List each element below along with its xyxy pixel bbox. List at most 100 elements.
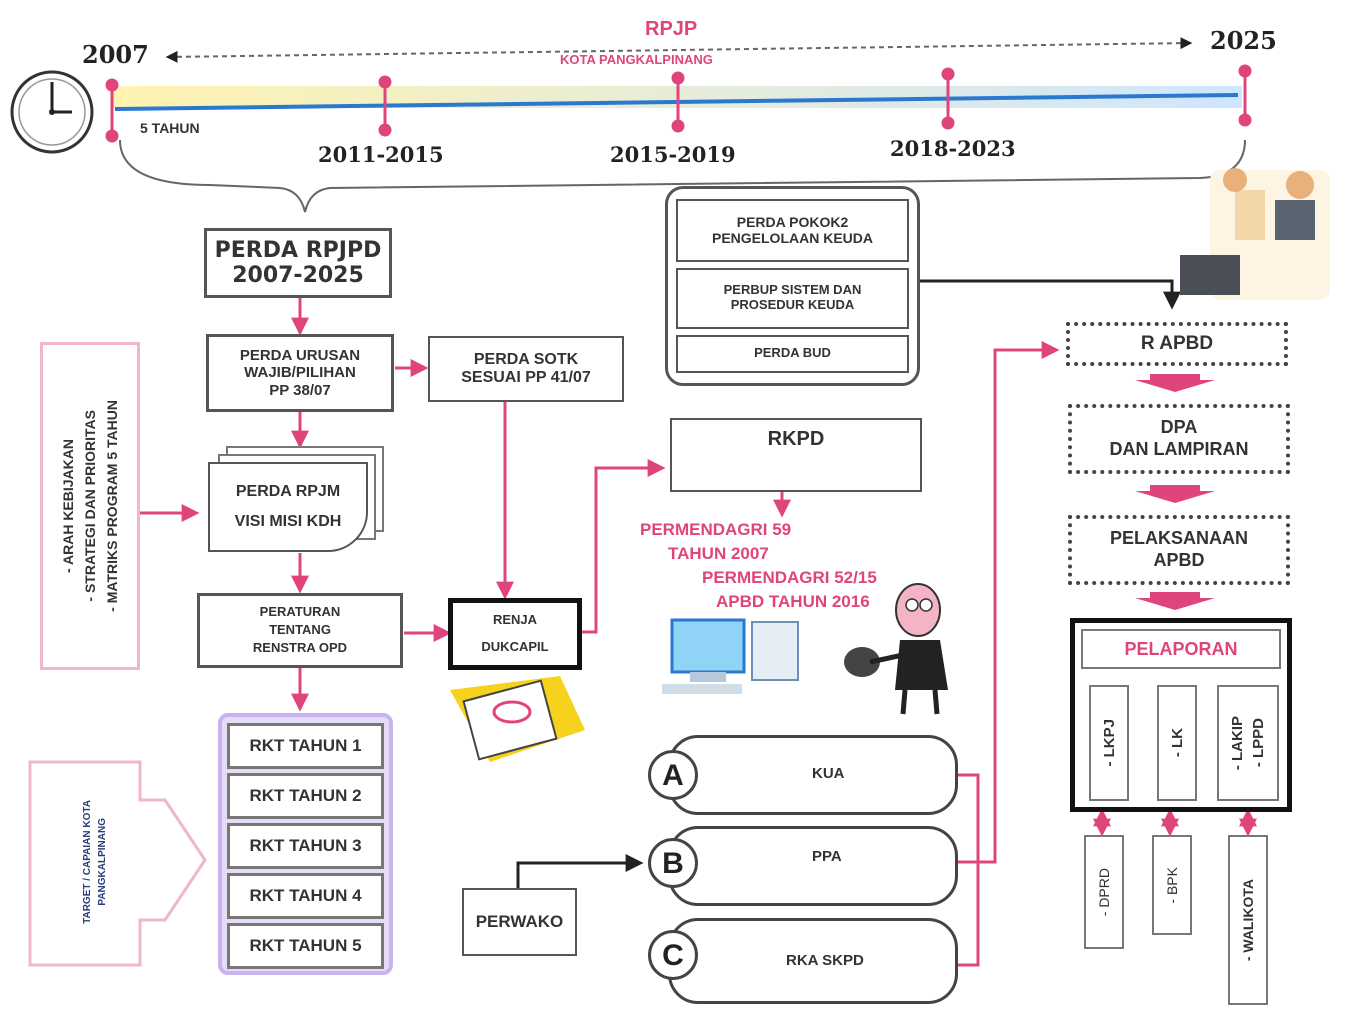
cartoon-man-icon: [844, 583, 948, 715]
rkt-year-1: RKT TAHUN 1: [227, 723, 384, 769]
keuda-item-1-line1: PERDA POKOK2: [736, 214, 849, 231]
keuda-item-3: PERDA BUD: [676, 334, 909, 373]
perda-sotk-line2: SESUAI PP 41/07: [461, 369, 591, 386]
end-year: 2025: [1210, 26, 1277, 55]
computer-icon: [662, 618, 799, 694]
report-lkpj-label: - LKPJ: [1100, 719, 1118, 767]
recipient-dprd-label: - DPRD: [1096, 867, 1112, 917]
regulation-2: TAHUN 2007: [668, 544, 769, 563]
perda-rpjm-box: PERDA RPJM VISI MISI KDH: [208, 462, 368, 552]
recipient-dprd: - DPRD: [1084, 835, 1124, 949]
arrow-abc-rapbd: [958, 773, 980, 967]
rkt-year-3: RKT TAHUN 3: [227, 823, 384, 869]
dpa-line1: DPA: [1160, 417, 1198, 438]
report-recipient-arrows: [1093, 808, 1257, 837]
target-panel-line2: PANGKALPINANG: [97, 818, 108, 906]
regulation-4: APBD TAHUN 2016: [716, 592, 870, 611]
letter-c-badge: C: [648, 930, 698, 980]
perda-rpjpd-line2: 2007-2025: [232, 263, 364, 288]
timeline-title: RPJP: [645, 18, 698, 40]
arrow-perwako-ppa: [516, 854, 644, 888]
keuda-item-2-line2: PROSEDUR KEUDA: [730, 297, 855, 313]
perwako-box: PERWAKO: [462, 888, 577, 956]
report-lk-label: - LK: [1168, 728, 1186, 758]
rka-skpd-pill: [668, 918, 958, 1004]
report-lakip-lppd: - LAKIP - LPPD: [1217, 685, 1279, 801]
pelaksanaan-line1: PELAKSANAAN: [1109, 528, 1248, 549]
perda-rpjm-line2: VISI MISI KDH: [234, 513, 342, 530]
perda-sotk-box: PERDA SOTK SESUAI PP 41/07: [428, 336, 624, 402]
perda-rpjm-line1: PERDA RPJM: [235, 482, 341, 500]
arrow-renja-rkpd: [582, 459, 666, 634]
target-arrow-shape: [28, 760, 207, 967]
rkpd-box: RKPD: [670, 418, 922, 492]
renja-line2: DUKCAPIL: [481, 639, 549, 654]
pelaksanaan-box: PELAKSANAAN APBD: [1068, 515, 1290, 585]
pelaporan-title: PELAPORAN: [1081, 629, 1281, 669]
perda-sotk-line1: PERDA SOTK: [473, 350, 579, 368]
side-panel-line1: - ARAH KEBIJAKAN: [60, 438, 76, 574]
regulation-1: PERMENDAGRI 59: [640, 520, 792, 539]
rapbd-box: R APBD: [1066, 322, 1288, 366]
ppa-label: PPA: [812, 848, 842, 865]
keuda-item-3-line1: PERDA BUD: [754, 345, 831, 361]
side-panel-line2: - STRATEGI DAN PRIORITAS: [82, 410, 98, 602]
timeline-subtitle: KOTA PANGKALPINANG: [560, 52, 713, 67]
rkt-year-2: RKT TAHUN 2: [227, 773, 384, 819]
kua-label: KUA: [812, 765, 845, 782]
ppa-pill: [668, 826, 958, 906]
rkt-year-5: RKT TAHUN 5: [227, 923, 384, 969]
perda-rpjpd-line1: PERDA RPJPD: [214, 237, 382, 263]
rka-skpd-label: RKA SKPD: [786, 952, 864, 969]
renja-line1: RENJA: [492, 612, 538, 628]
keuda-item-1-line2: PENGELOLAAN KEUDA: [711, 230, 873, 247]
letter-a-badge: A: [648, 750, 698, 800]
rkt-frame: RKT TAHUN 1 RKT TAHUN 2 RKT TAHUN 3 RKT …: [218, 713, 393, 975]
keuda-item-2: PERBUP SISTEM DAN PROSEDUR KEUDA: [676, 267, 909, 329]
perda-urusan-box: PERDA URUSAN WAJIB/PILIHAN PP 38/07: [206, 334, 394, 412]
report-lk: - LK: [1157, 685, 1197, 801]
apbd-flow-chevrons: [1135, 374, 1215, 610]
timeline-ticks: [105, 64, 1252, 143]
arrow-keuda-rapbd: [920, 279, 1181, 310]
period-1: 2011-2015: [318, 142, 444, 167]
perda-rpjpd-box: PERDA RPJPD 2007-2025: [204, 228, 392, 298]
peraturan-renstra-line3: RENSTRA OPD: [252, 639, 348, 655]
report-lakip-label: - LAKIP: [1229, 715, 1246, 771]
pelaksanaan-line2: APBD: [1153, 550, 1205, 570]
period-3: 2018-2023: [890, 136, 1016, 161]
peraturan-renstra-line2: TENTANG: [269, 622, 331, 638]
recipient-bpk-label: - BPK: [1164, 866, 1180, 904]
calendar-icon: [450, 676, 585, 762]
target-panel-text: TARGET / CAPAIAN KOTA PANGKALPINANG: [60, 772, 130, 952]
keuda-item-2-line1: PERBUP SISTEM DAN: [723, 282, 862, 298]
kua-pill: [668, 735, 958, 815]
keuda-item-1: PERDA POKOK2 PENGELOLAAN KEUDA: [676, 199, 909, 262]
period-2: 2015-2019: [610, 142, 736, 167]
office-people-icon: [1180, 168, 1330, 300]
regulation-3: PERMENDAGRI 52/15: [702, 568, 877, 587]
report-lkpj: - LKPJ: [1089, 685, 1129, 801]
perda-urusan-line3: PP 38/07: [269, 381, 331, 399]
recipient-walikota-label: - WALIKOTA: [1240, 878, 1256, 962]
recipient-walikota: - WALIKOTA: [1228, 835, 1268, 1005]
letter-b-badge: B: [648, 838, 698, 888]
renja-box: RENJA DUKCAPIL: [448, 598, 582, 670]
dpa-box: DPA DAN LAMPIRAN: [1068, 404, 1290, 474]
pelaporan-frame: PELAPORAN - LKPJ - LK - LAKIP - LPPD: [1070, 618, 1292, 812]
dpa-line2: DAN LAMPIRAN: [1109, 439, 1249, 459]
perda-urusan-line1: PERDA URUSAN: [239, 347, 361, 365]
clock-icon: [10, 70, 94, 154]
recipient-bpk: - BPK: [1152, 835, 1192, 935]
interval-label: 5 TAHUN: [140, 120, 200, 136]
peraturan-renstra-box: PERATURAN TENTANG RENSTRA OPD: [197, 593, 403, 668]
side-panel-line3: - MATRIKS PROGRAM 5 TAHUN: [104, 400, 120, 612]
perda-urusan-line2: WAJIB/PILIHAN: [244, 364, 356, 382]
start-year: 2007: [82, 40, 149, 69]
peraturan-renstra-line1: PERATURAN: [259, 604, 341, 620]
side-panel: - ARAH KEBIJAKAN - STRATEGI DAN PRIORITA…: [40, 342, 140, 670]
report-lppd-label: - LPPD: [1250, 718, 1267, 768]
arrow-abc-rapbd-2: [958, 341, 1060, 864]
rkt-year-4: RKT TAHUN 4: [227, 873, 384, 919]
